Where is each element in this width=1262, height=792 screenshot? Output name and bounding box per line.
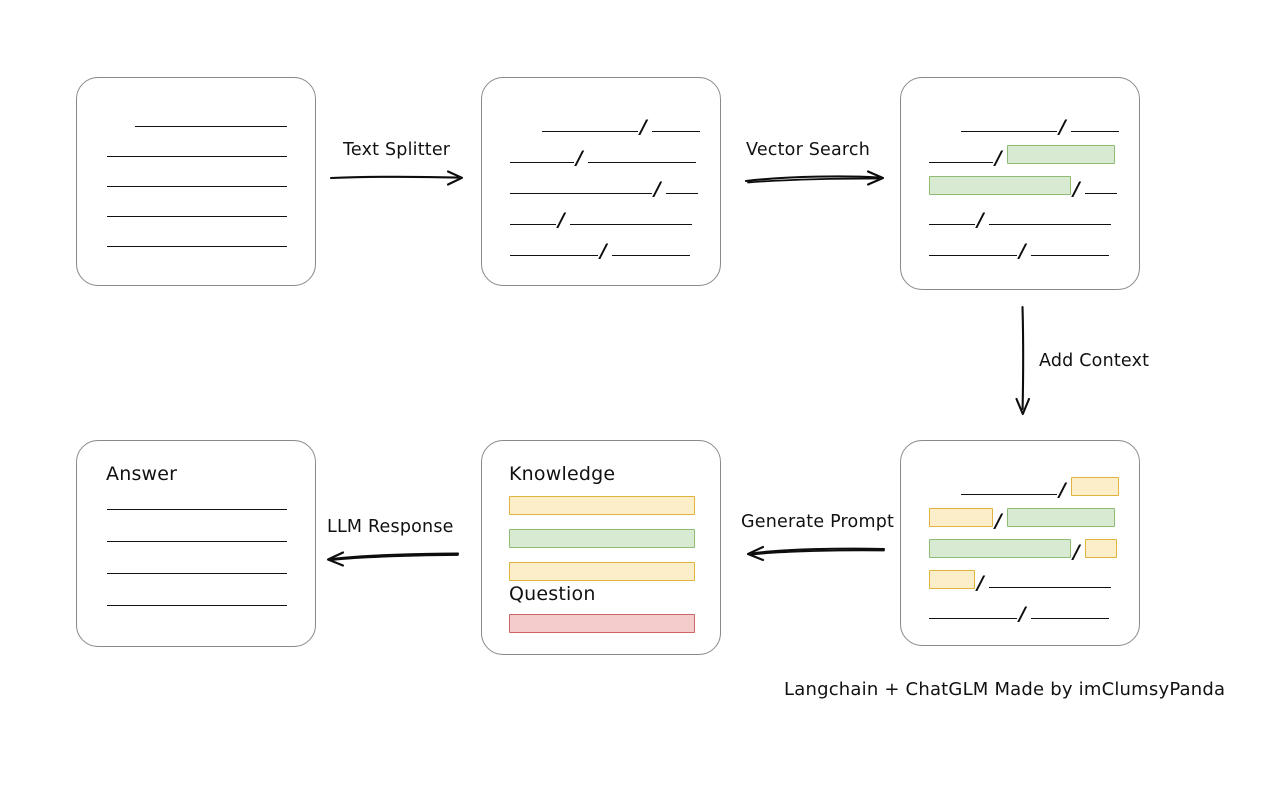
chunk-segment bbox=[510, 255, 598, 256]
matched-chunks-card[interactable]: / / / / / bbox=[900, 77, 1140, 290]
document-line bbox=[135, 126, 287, 127]
chunk-segment bbox=[929, 618, 1017, 619]
chunk-segment bbox=[929, 224, 975, 225]
chunk-segment bbox=[1071, 131, 1119, 132]
chunk-separator-slash: / bbox=[1073, 178, 1080, 200]
footer-credit: Langchain + ChatGLM Made by imClumsyPand… bbox=[784, 679, 1226, 700]
document-line bbox=[107, 573, 287, 574]
arrow-right-icon bbox=[329, 170, 464, 186]
chunk-segment bbox=[510, 224, 556, 225]
add-context-edge: Add Context bbox=[1014, 305, 1174, 420]
chunk-segment-yellow bbox=[1071, 477, 1119, 496]
document-line bbox=[107, 216, 287, 217]
chunk-separator-slash: / bbox=[977, 209, 984, 231]
chunk-separator-slash: / bbox=[1073, 541, 1080, 563]
chunk-segment bbox=[570, 224, 692, 225]
chunk-segment bbox=[1085, 193, 1117, 194]
chunk-segment-yellow bbox=[929, 570, 975, 589]
chunk-separator-slash: / bbox=[1019, 240, 1026, 262]
chunk-segment bbox=[1031, 618, 1109, 619]
chunk-segment bbox=[989, 224, 1111, 225]
chunk-separator-slash: / bbox=[977, 572, 984, 594]
chunk-segment bbox=[961, 494, 1057, 495]
chunk-segment bbox=[612, 255, 690, 256]
document-line bbox=[107, 246, 287, 247]
chunk-segment bbox=[666, 193, 698, 194]
document-line bbox=[107, 541, 287, 542]
document-line bbox=[107, 186, 287, 187]
context-chunks-card[interactable]: / / / / / bbox=[900, 440, 1140, 646]
vector-search-label: Vector Search bbox=[746, 140, 871, 160]
chunk-segment-yellow bbox=[929, 508, 993, 527]
arrow-down-icon bbox=[1015, 305, 1031, 416]
prompt-card[interactable]: Knowledge Question bbox=[481, 440, 721, 655]
chunk-segment-green bbox=[1007, 508, 1115, 527]
question-label: Question bbox=[509, 583, 596, 605]
arrow-left-icon bbox=[326, 551, 460, 567]
chunk-separator-slash: / bbox=[654, 178, 661, 200]
chunk-separator-slash: / bbox=[995, 510, 1002, 532]
generate-prompt-edge: Generate Prompt bbox=[738, 512, 894, 564]
prompt-bar-green bbox=[509, 529, 695, 548]
knowledge-label: Knowledge bbox=[509, 463, 616, 485]
chunk-segment-green bbox=[929, 539, 1071, 558]
chunk-separator-slash: / bbox=[1059, 479, 1066, 501]
chunk-separator-slash: / bbox=[558, 209, 565, 231]
chunk-separator-slash: / bbox=[1059, 116, 1066, 138]
prompt-bar-yellow bbox=[509, 496, 695, 515]
chunk-segment bbox=[652, 131, 700, 132]
chunk-separator-slash: / bbox=[576, 147, 583, 169]
document-line bbox=[107, 509, 287, 510]
llm-response-label: LLM Response bbox=[327, 517, 454, 537]
text-splitter-label: Text Splitter bbox=[343, 140, 451, 160]
vector-search-edge: Vector Search bbox=[744, 140, 890, 190]
chunk-separator-slash: / bbox=[995, 147, 1002, 169]
text-splitter-edge: Text Splitter bbox=[329, 140, 470, 190]
arrow-left-icon bbox=[746, 545, 886, 562]
chunk-segment bbox=[929, 162, 993, 163]
add-context-label: Add Context bbox=[1039, 351, 1150, 371]
chunk-segment bbox=[989, 587, 1111, 588]
prompt-bar-red bbox=[509, 614, 695, 633]
chunk-segment bbox=[1031, 255, 1109, 256]
chunk-segment-green bbox=[1007, 145, 1115, 164]
chunk-separator-slash: / bbox=[640, 116, 647, 138]
answer-card[interactable]: Answer bbox=[76, 440, 316, 647]
chunk-segment bbox=[542, 131, 638, 132]
document-line bbox=[107, 156, 287, 157]
answer-label: Answer bbox=[106, 463, 178, 485]
prompt-bar-yellow bbox=[509, 562, 695, 581]
chunk-segment bbox=[929, 255, 1017, 256]
chunk-segment bbox=[510, 193, 652, 194]
source-document-card[interactable] bbox=[76, 77, 316, 286]
chunk-segment-yellow bbox=[1085, 539, 1117, 558]
chunk-segment-green bbox=[929, 176, 1071, 195]
arrow-right-icon bbox=[744, 170, 885, 186]
split-chunks-card[interactable]: / / / / / bbox=[481, 77, 721, 286]
chunk-segment bbox=[510, 162, 574, 163]
chunk-separator-slash: / bbox=[600, 240, 607, 262]
llm-response-edge: LLM Response bbox=[322, 517, 462, 569]
chunk-segment bbox=[588, 162, 696, 163]
generate-prompt-label: Generate Prompt bbox=[741, 512, 895, 532]
document-line bbox=[107, 605, 287, 606]
chunk-segment bbox=[961, 131, 1057, 132]
chunk-separator-slash: / bbox=[1019, 603, 1026, 625]
